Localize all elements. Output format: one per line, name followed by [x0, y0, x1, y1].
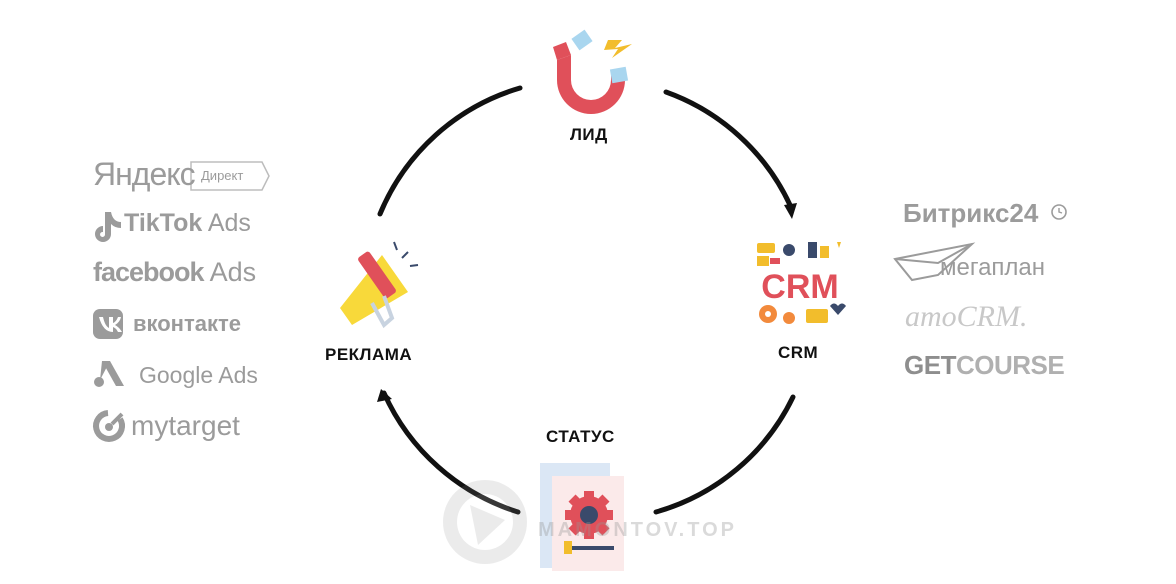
crm-icon: [757, 242, 846, 324]
mytarget-logo-text: mytarget: [131, 410, 240, 441]
facebook-ads-label: Ads: [209, 257, 257, 287]
megaplan-logo-text: мегаплан: [940, 254, 1046, 281]
tiktok-label: TikTok: [124, 209, 203, 237]
google-ads-logo-text: Google Ads: [139, 362, 258, 388]
arrow-status-to-ads: [381, 390, 521, 515]
settings-document-icon: [540, 463, 624, 571]
crm-icon-text: CRM: [761, 268, 838, 306]
watermark-text: MAMONTOV.TOP: [538, 519, 737, 541]
lightning-icon: [604, 40, 632, 58]
facebook-ads-logo: facebook Ads: [93, 257, 256, 288]
megaplan-plane-icon: [893, 242, 976, 282]
yandex-direkt-tag-icon: [190, 161, 270, 191]
yandex-logo: Яндекс: [93, 156, 196, 192]
amocrm-logo: amoCRM.: [905, 300, 1028, 333]
tiktok-icon: [95, 212, 121, 242]
arrow-ads-to-lead: [377, 85, 523, 217]
magnet-icon: [553, 29, 632, 114]
getcourse-get: GET: [904, 350, 956, 380]
arrowhead-ads: [377, 389, 392, 402]
mytarget-icon: [93, 410, 125, 442]
node-label-crm: CRM: [778, 343, 819, 362]
vk-logo-text: вконтакте: [133, 311, 242, 336]
bitrix-clock-icon: [1051, 204, 1067, 220]
arrowhead-crm: [784, 203, 797, 219]
getcourse-logo: GETCOURSE: [904, 350, 1065, 381]
vk-icon: [93, 309, 123, 339]
megaphone-icon: [340, 241, 419, 329]
facebook-label: facebook: [93, 257, 205, 287]
node-label-status: СТАТУС: [546, 427, 615, 446]
node-label-ads: РЕКЛАМА: [325, 345, 413, 364]
yandex-direkt-label: Директ: [201, 168, 244, 183]
node-label-lead: ЛИД: [570, 125, 608, 144]
getcourse-course: COURSE: [955, 350, 1065, 380]
arrow-lead-to-crm: [663, 89, 793, 208]
google-ads-icon: [94, 361, 124, 387]
watermark-logo-icon: [443, 480, 527, 564]
bitrix24-logo: Битрикс24: [903, 198, 1039, 228]
arrow-crm-to-status: [653, 394, 796, 515]
tiktok-ads-label: Ads: [207, 209, 251, 237]
tiktok-ads-logo: TikTok Ads: [124, 209, 251, 238]
